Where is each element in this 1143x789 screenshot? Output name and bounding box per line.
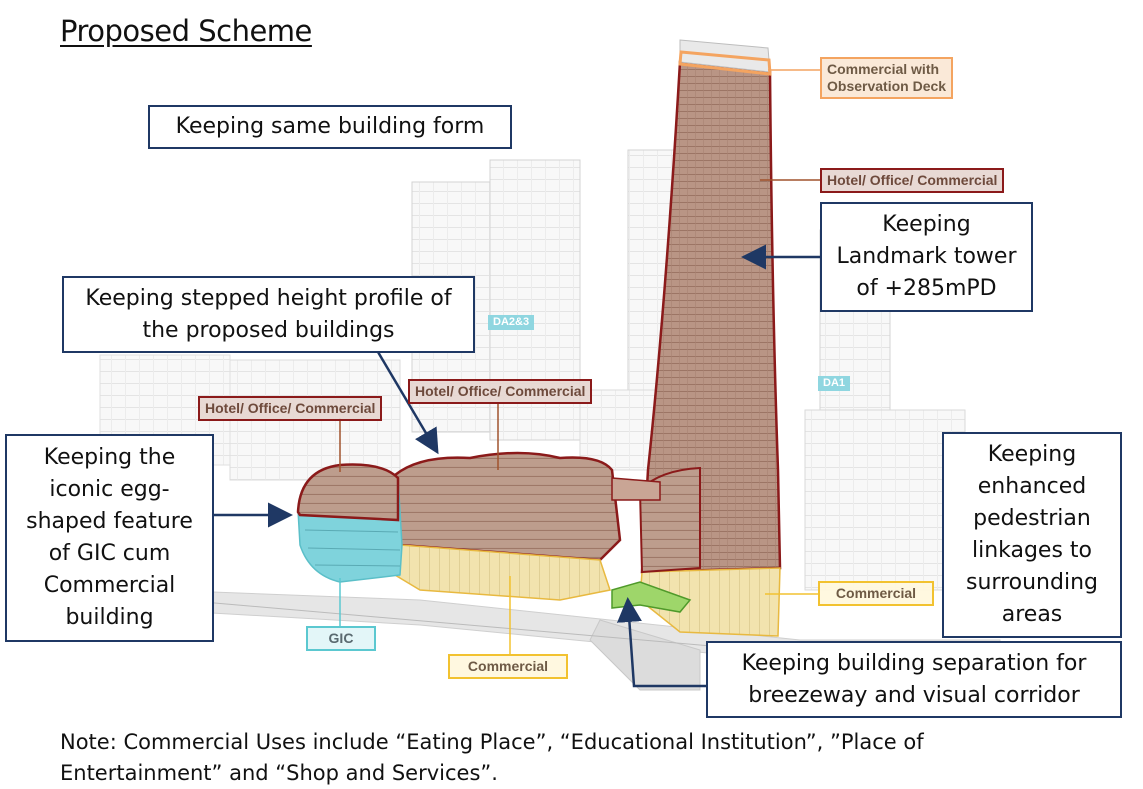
callout-egg-feature: Keeping the iconic egg- shaped feature o… — [5, 434, 214, 642]
callout-line: surrounding — [966, 570, 1098, 595]
tag-hotel-left: Hotel/ Office/ Commercial — [198, 396, 383, 421]
tag-line: Commercial with — [827, 61, 940, 77]
tag-commercial-bottom: Commercial — [448, 654, 568, 679]
callout-line: Keeping stepped height profile of — [85, 285, 452, 311]
callout-line: Keeping — [882, 212, 971, 237]
callout-stepped-profile: Keeping stepped height profile of the pr… — [62, 276, 475, 353]
footnote: Note: Commercial Uses include “Eating Pl… — [60, 730, 924, 785]
callout-line: Commercial — [43, 573, 176, 598]
callout-line: areas — [1001, 602, 1063, 627]
callout-line: pedestrian — [973, 506, 1091, 531]
callout-line: of GIC cum — [48, 541, 171, 566]
tag-hotel-mid: Hotel/ Office/ Commercial — [408, 379, 593, 404]
callout-line: iconic egg- — [49, 477, 170, 502]
callout-line: Keeping — [987, 442, 1077, 467]
callout-text: Keeping same building form — [175, 114, 485, 139]
callout-line: Landmark tower — [836, 244, 1017, 269]
egg-building — [296, 463, 403, 583]
callout-line: linkages to — [971, 538, 1093, 563]
tag-leaders — [339, 69, 820, 655]
tag-observation-deck: Commercial with Observation Deck — [820, 57, 954, 99]
callout-line: breezeway and visual corridor — [748, 682, 1080, 708]
callout-line: shaped feature — [26, 509, 193, 534]
landmark-tower — [639, 39, 782, 637]
callout-pedestrian-linkages: Keeping enhanced pedestrian linkages to … — [942, 432, 1122, 638]
podium-blocks — [393, 451, 701, 601]
callout-line: enhanced — [977, 474, 1087, 499]
page-title: Proposed Scheme — [60, 14, 312, 48]
callout-arrows — [214, 244, 820, 688]
callout-landmark-tower: Keeping Landmark tower of +285mPD — [820, 202, 1033, 312]
tag-hotel-tower: Hotel/ Office/ Commercial — [820, 168, 1005, 193]
tag-gic: GIC — [306, 626, 376, 651]
callout-building-form: Keeping same building form — [148, 105, 512, 149]
tag-line: Observation Deck — [827, 78, 947, 94]
callout-building-separation: Keeping building separation for breezewa… — [706, 641, 1122, 718]
tag-da23: DA2&3 — [488, 315, 535, 330]
tag-commercial-right: Commercial — [818, 581, 934, 606]
callout-line: the proposed buildings — [142, 317, 395, 343]
tag-da1: DA1 — [818, 376, 851, 391]
callout-line: building — [65, 605, 154, 630]
callout-line: Keeping building separation for — [741, 650, 1087, 676]
callout-line: of +285mPD — [856, 276, 997, 301]
callout-line: Keeping the — [43, 445, 176, 470]
